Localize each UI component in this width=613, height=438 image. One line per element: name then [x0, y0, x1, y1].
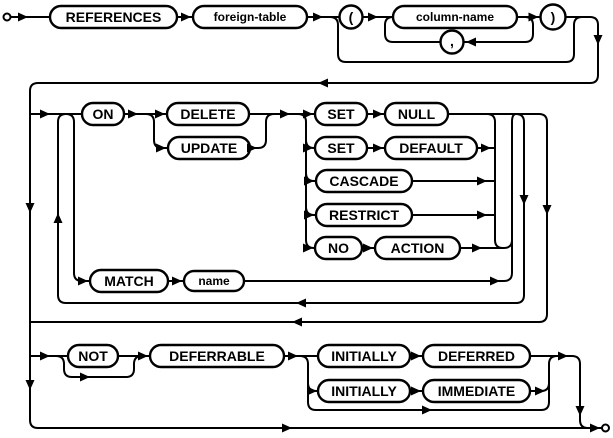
node-label-action: ACTION — [391, 240, 445, 256]
node-label-delete: DELETE — [180, 106, 235, 122]
node-column-name: column-name — [391, 4, 519, 30]
node-label-immediate: IMMEDIATE — [438, 383, 516, 399]
node-lparen: ( — [338, 4, 364, 30]
node-references: REFERENCES — [48, 4, 179, 30]
node-label-deferrable: DEFERRABLE — [169, 348, 265, 364]
node-set2: SET — [313, 135, 369, 161]
node-name: name — [182, 269, 246, 293]
node-not: NOT — [66, 343, 120, 369]
node-label-set2: SET — [327, 140, 355, 156]
node-label-default: DEFAULT — [399, 140, 463, 156]
start-terminal — [2, 12, 12, 22]
node-no: NO — [313, 235, 364, 261]
node-label-foreign-table: foreign-table — [214, 10, 287, 24]
end-terminal — [601, 423, 610, 433]
node-restrict: RESTRICT — [314, 202, 414, 228]
node-label-name: name — [198, 274, 230, 288]
node-action: ACTION — [373, 235, 462, 261]
node-rparen: ) — [539, 3, 567, 31]
node-comma: , — [439, 29, 465, 55]
node-null: NULL — [383, 101, 450, 127]
node-match: MATCH — [88, 268, 170, 294]
node-label-null: NULL — [398, 106, 436, 122]
node-label-references: REFERENCES — [66, 9, 162, 25]
node-initially1: INITIALLY — [316, 343, 412, 369]
node-label-rparen: ) — [551, 9, 556, 25]
node-deferrable: DEFERRABLE — [148, 343, 286, 369]
node-label-initially2: INITIALLY — [331, 383, 397, 399]
node-immediate: IMMEDIATE — [421, 378, 532, 404]
node-initially2: INITIALLY — [316, 378, 412, 404]
node-label-match: MATCH — [104, 273, 154, 289]
node-label-no: NO — [328, 240, 349, 256]
node-label-on: ON — [93, 106, 114, 122]
node-label-column-name: column-name — [416, 10, 494, 24]
node-label-not: NOT — [78, 348, 108, 364]
node-default: DEFAULT — [383, 135, 479, 161]
node-label-lparen: ( — [349, 9, 354, 25]
node-update: UPDATE — [166, 135, 252, 161]
node-label-set1: SET — [327, 106, 355, 122]
node-cascade: CASCADE — [314, 168, 414, 194]
node-label-cascade: CASCADE — [329, 173, 398, 189]
node-set1: SET — [313, 101, 369, 127]
node-label-deferred: DEFERRED — [438, 348, 515, 364]
node-delete: DELETE — [165, 101, 251, 127]
node-deferred: DEFERRED — [421, 343, 532, 369]
node-foreign-table: foreign-table — [191, 4, 309, 30]
node-on: ON — [80, 101, 126, 127]
node-label-initially1: INITIALLY — [331, 348, 397, 364]
node-label-comma: , — [450, 33, 454, 49]
node-label-restrict: RESTRICT — [329, 207, 399, 223]
arrowheads — [18, 12, 603, 433]
node-label-update: UPDATE — [181, 140, 238, 156]
